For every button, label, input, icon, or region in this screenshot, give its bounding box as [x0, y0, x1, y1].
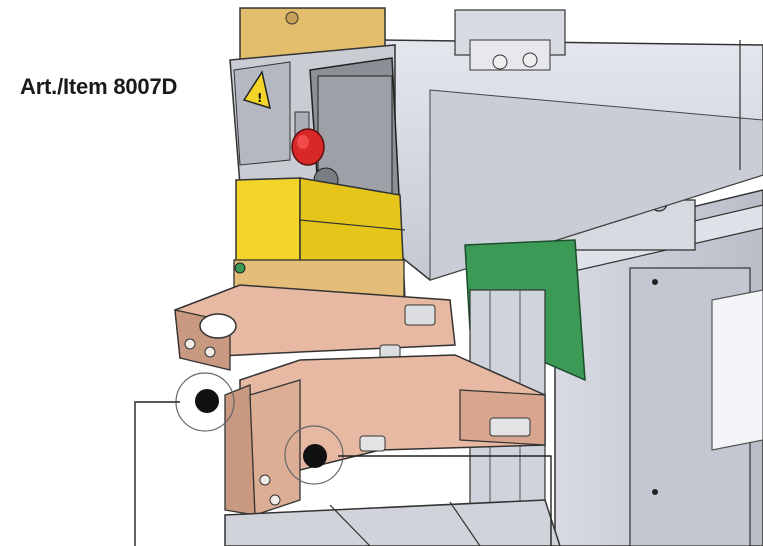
- upper-electrode-clamp: [174, 284, 456, 371]
- lower-electrode-arm: [224, 354, 546, 516]
- warning-triangle-icon: !: [242, 70, 272, 110]
- machine-frame: [554, 189, 763, 546]
- upper-arm: [379, 9, 763, 281]
- callout-marker-2: [284, 425, 552, 546]
- callout-marker-1: [134, 372, 235, 546]
- cylinder-head: [229, 7, 401, 221]
- item-number-label: Art./Item 8007D: [20, 74, 178, 99]
- machine-base: [224, 499, 561, 546]
- red-button-icon: [291, 111, 325, 166]
- svg-text:!: !: [257, 91, 262, 105]
